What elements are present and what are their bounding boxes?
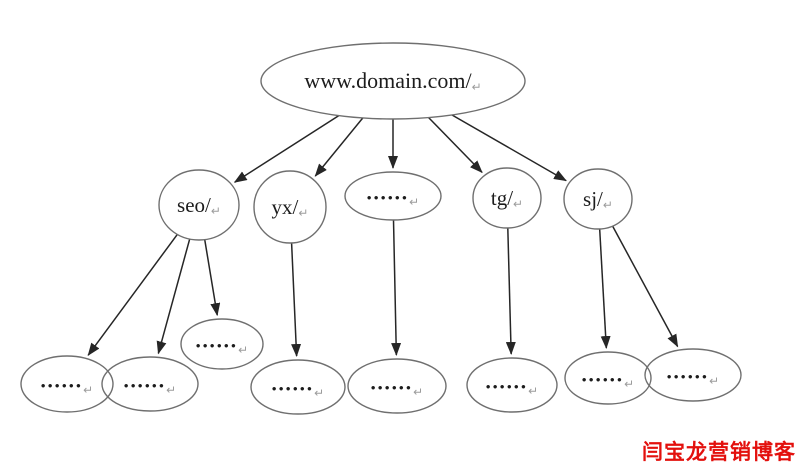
- edge-root-to-sj: [451, 114, 567, 182]
- node-leaf-2-label: ••••••↵: [124, 378, 176, 397]
- node-leaf-8-label: ••••••↵: [667, 369, 719, 388]
- node-leaf-8-ellipse: [644, 348, 742, 402]
- node-tg: tg/↵: [472, 167, 542, 229]
- node-root-ellipse: [260, 42, 526, 120]
- return-mark-icon: ↵: [314, 386, 324, 400]
- node-dots-mid-ellipse: [344, 171, 442, 221]
- return-mark-icon: ↵: [166, 383, 176, 397]
- node-tg-ellipse: [472, 167, 542, 229]
- edge-yx-to-leaf-4: [290, 242, 302, 358]
- node-leaf-6-label: ••••••↵: [486, 379, 538, 398]
- edge-dots-mid-to-leaf-5: [391, 219, 402, 357]
- node-sj: sj/↵: [563, 168, 633, 230]
- node-leaf-1: ••••••↵: [20, 355, 114, 413]
- edge-seo-to-leaf-2: [156, 238, 191, 355]
- edge-sj-to-leaf-8: [611, 225, 679, 348]
- node-leaf-8: ••••••↵: [644, 348, 742, 402]
- return-mark-icon: ↵: [211, 204, 221, 218]
- node-leaf-2-ellipse: [101, 356, 199, 412]
- return-mark-icon: ↵: [709, 374, 719, 388]
- watermark-text: 闫宝龙营销博客: [642, 441, 796, 464]
- node-leaf-4: ••••••↵: [250, 359, 346, 415]
- edge-root-to-seo: [233, 115, 340, 183]
- node-leaf-1-label: ••••••↵: [41, 378, 93, 397]
- return-mark-icon: ↵: [603, 198, 613, 212]
- node-tg-label: tg/↵: [491, 186, 523, 211]
- return-mark-icon: ↵: [472, 80, 482, 94]
- node-leaf-4-ellipse: [250, 359, 346, 415]
- node-seo-ellipse: [158, 169, 240, 241]
- node-leaf-7-label: ••••••↵: [582, 372, 634, 391]
- node-leaf-2: ••••••↵: [101, 356, 199, 412]
- node-seo-label: seo/↵: [177, 193, 221, 218]
- node-leaf-3: ••••••↵: [180, 318, 264, 370]
- node-leaf-7-ellipse: [564, 351, 652, 405]
- node-leaf-4-label: ••••••↵: [272, 381, 324, 400]
- edge-seo-to-leaf-3: [203, 239, 221, 317]
- node-leaf-5: ••••••↵: [347, 358, 447, 414]
- node-leaf-3-label: ••••••↵: [196, 338, 248, 357]
- node-yx: yx/↵: [253, 170, 327, 244]
- return-mark-icon: ↵: [83, 383, 93, 397]
- edge-seo-to-leaf-1: [87, 233, 178, 357]
- node-yx-label: yx/↵: [272, 195, 309, 220]
- return-mark-icon: ↵: [513, 197, 523, 211]
- node-leaf-1-ellipse: [20, 355, 114, 413]
- node-leaf-3-ellipse: [180, 318, 264, 370]
- node-root-label: www.domain.com/↵: [304, 68, 481, 94]
- return-mark-icon: ↵: [409, 195, 419, 209]
- node-leaf-5-ellipse: [347, 358, 447, 414]
- return-mark-icon: ↵: [298, 206, 308, 220]
- node-leaf-5-label: ••••••↵: [371, 380, 423, 399]
- node-leaf-6-ellipse: [466, 357, 558, 413]
- return-mark-icon: ↵: [528, 384, 538, 398]
- node-dots-mid: ••••••↵: [344, 171, 442, 221]
- edge-tg-to-leaf-6: [505, 227, 516, 356]
- edge-sj-to-leaf-7: [598, 228, 611, 350]
- node-dots-mid-label: ••••••↵: [367, 190, 419, 209]
- edge-root-to-yx: [314, 117, 364, 177]
- node-sj-ellipse: [563, 168, 633, 230]
- node-sj-label: sj/↵: [583, 187, 613, 212]
- node-leaf-6: ••••••↵: [466, 357, 558, 413]
- edge-root-to-tg: [428, 117, 483, 174]
- return-mark-icon: ↵: [238, 343, 248, 357]
- node-seo: seo/↵: [158, 169, 240, 241]
- return-mark-icon: ↵: [413, 385, 423, 399]
- return-mark-icon: ↵: [624, 377, 634, 391]
- node-yx-ellipse: [253, 170, 327, 244]
- node-leaf-7: ••••••↵: [564, 351, 652, 405]
- node-root: www.domain.com/↵: [260, 42, 526, 120]
